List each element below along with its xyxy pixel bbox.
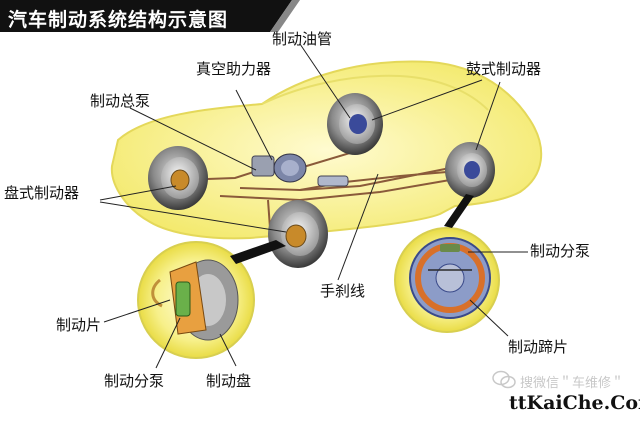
label-wheel-cylinder-drum: 制动分泵 <box>530 242 591 260</box>
title-bar-shape <box>0 0 300 32</box>
rear-right-wheel <box>445 142 495 198</box>
watermark-wechat: 搜微信＂车维修＂ <box>520 376 625 391</box>
rear-top-wheel <box>327 93 383 155</box>
front-left-wheel <box>148 146 208 210</box>
label-handbrake-cable: 手刹线 <box>320 282 366 300</box>
label-brake-shoe: 制动蹄片 <box>508 338 569 356</box>
label-brake-pipe: 制动油管 <box>272 30 333 48</box>
watermark-site: ttKaiChe.Com <box>509 392 640 414</box>
inset-connectors <box>230 194 474 264</box>
front-bottom-wheel <box>268 200 328 268</box>
wechat-logo-icon <box>492 370 516 389</box>
diagram-title: 汽车制动系统结构示意图 <box>8 9 229 31</box>
leader-lines <box>99 43 528 369</box>
label-brake-pad: 制动片 <box>56 316 102 334</box>
label-vacuum-booster: 真空助力器 <box>196 60 272 78</box>
label-disc-brake: 盘式制动器 <box>4 184 80 202</box>
label-brake-disc: 制动盘 <box>206 372 252 390</box>
disc-brake-inset <box>137 241 255 359</box>
vacuum-booster-assembly <box>251 153 349 187</box>
drum-brake-inset <box>394 227 500 333</box>
label-drum-brake: 鼓式制动器 <box>466 60 542 78</box>
label-master-cylinder: 制动总泵 <box>90 92 151 110</box>
car-body <box>110 60 543 240</box>
label-wheel-cylinder-disc: 制动分泵 <box>104 372 165 390</box>
